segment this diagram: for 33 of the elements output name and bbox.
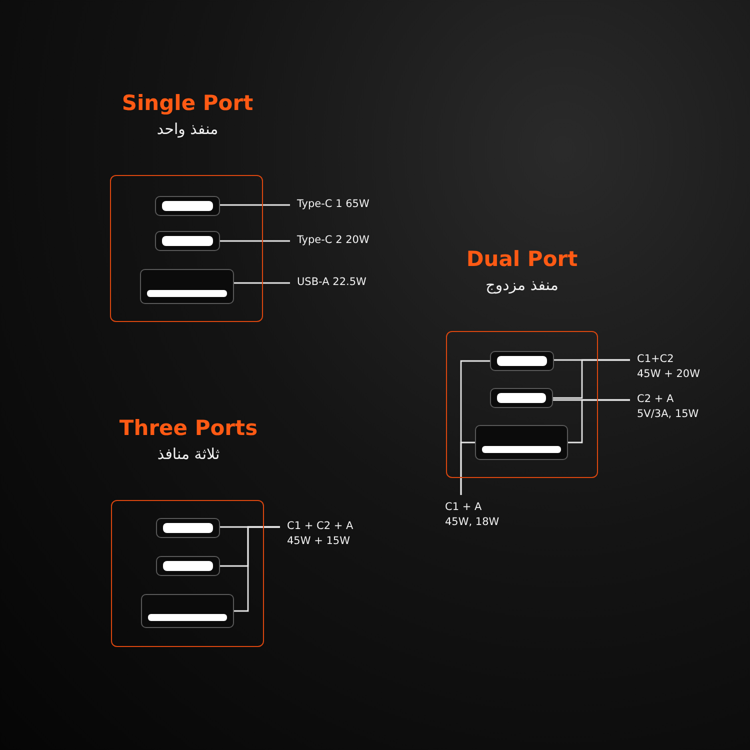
port-rating-label: Type-C 2 20W xyxy=(297,233,370,248)
panel-subtitle: منفذ واحد xyxy=(156,119,218,139)
usb-a-port xyxy=(475,425,568,460)
panel-title: Single Port xyxy=(122,90,254,116)
usb-c-port xyxy=(155,231,220,251)
leader-line xyxy=(234,526,280,612)
leader-line xyxy=(460,442,475,495)
leader-line xyxy=(220,240,290,242)
port-rating-label: C1 + C2 + A xyxy=(287,519,354,534)
leader-line xyxy=(234,282,290,284)
leader-line xyxy=(553,359,630,399)
leader-line xyxy=(220,204,290,206)
usb-c-port xyxy=(156,556,220,576)
port-rating-label: USB-A 22.5W xyxy=(297,275,366,290)
usb-c-port xyxy=(156,518,220,538)
panel-subtitle: ثلاثة منافذ xyxy=(157,444,220,464)
port-rating-label: C2 + A xyxy=(637,392,675,407)
port-rating-label: 5V/3A, 15W xyxy=(637,407,699,422)
port-rating-label: 45W, 18W xyxy=(445,515,500,530)
leader-line xyxy=(568,399,630,444)
port-rating-label: 45W + 20W xyxy=(637,367,700,382)
usb-a-port xyxy=(140,269,234,304)
usb-c-port xyxy=(490,388,553,408)
panel-title: Dual Port xyxy=(466,246,578,272)
panel-subtitle: منفذ مزدوج xyxy=(486,275,558,295)
usb-c-port xyxy=(490,351,554,371)
panel-title: Three Ports xyxy=(119,415,258,441)
port-rating-label: C1+C2 xyxy=(637,352,675,367)
port-rating-label: 45W + 15W xyxy=(287,534,351,549)
port-rating-label: Type-C 1 65W xyxy=(297,197,370,212)
port-rating-label: C1 + A xyxy=(445,500,483,515)
usb-c-port xyxy=(155,196,220,216)
usb-a-port xyxy=(141,594,234,628)
